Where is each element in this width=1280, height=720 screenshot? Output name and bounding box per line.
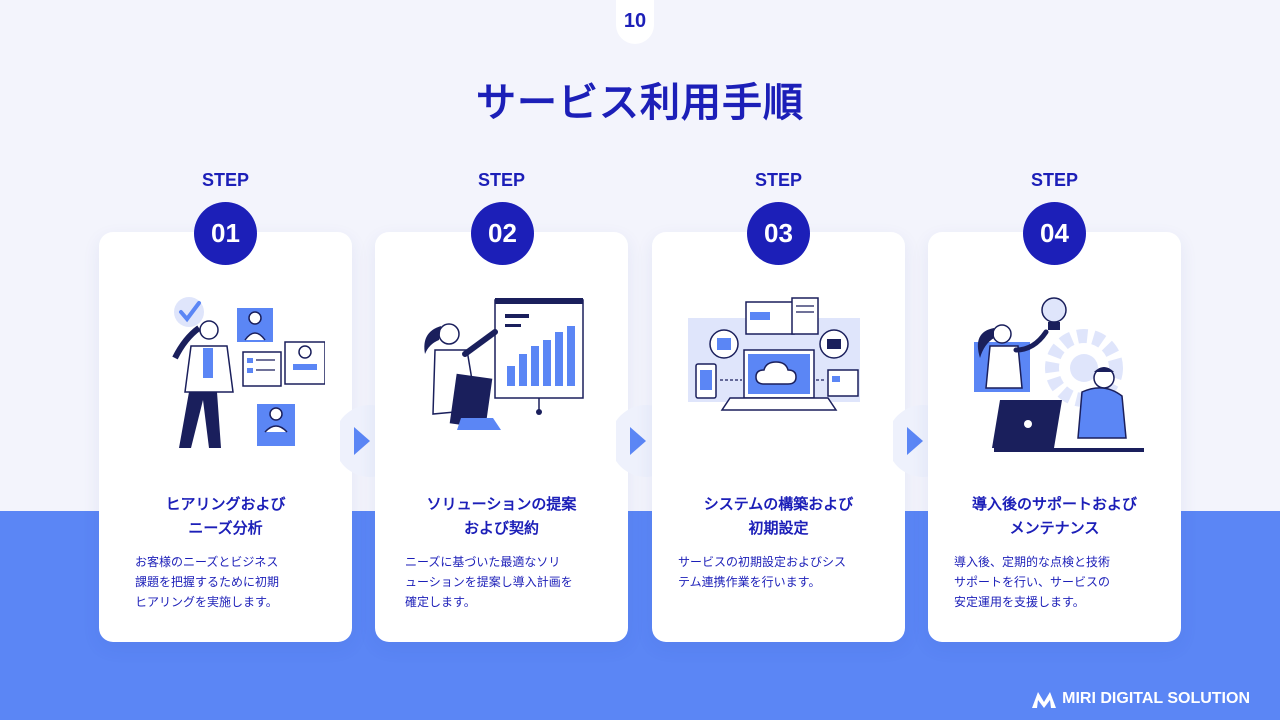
step-title: システムの構築および 初期設定 (703, 495, 854, 537)
step-2: STEP 02 ソリューションの提案 および契約 ニーズに基づいた最適なソリ ュ… (375, 0, 628, 720)
step-title: 導入後のサポートおよび メンテナンス (971, 495, 1137, 537)
page-number: 10 (616, 0, 654, 44)
step-description: 導入後、定期的な点検と技術 サポートを行い、サービスの 安定運用を支援します。 (954, 555, 1111, 609)
step-title: ヒアリングおよび ニーズ分析 (165, 495, 286, 537)
step-number-badge: 03 (747, 202, 810, 265)
cloud-system-illustration-icon (688, 297, 860, 411)
step-label: STEP (754, 170, 802, 190)
step-3: STEP 03 システムの構築および 初期設定 サービスの初期設定およびシス テ… (652, 0, 905, 720)
page-title: サービス利用手順 (476, 80, 804, 126)
step-4: STEP 04 導入後のサポートおよび メンテナンス 導入後、定期的な点検と技術… (928, 0, 1181, 720)
step-label: STEP (477, 170, 525, 190)
step-1: STEP 01 ヒアリングおよび ニーズ分析 お客様のニーズとビジネス 課題を把… (99, 0, 352, 720)
step-number-badge: 04 (1023, 202, 1086, 265)
step-description: ニーズに基づいた最適なソリ ューションを提案し導入計画を 確定します。 (405, 555, 573, 609)
brand-mark-icon (1032, 692, 1057, 708)
step-card (652, 232, 905, 642)
step-label: STEP (1030, 170, 1078, 190)
presentation-illustration-icon (424, 298, 584, 430)
brand-logo: MIRI DIGITAL SOLUTION (1032, 688, 1250, 710)
step-number-badge: 01 (194, 202, 257, 265)
step-card (99, 232, 352, 642)
step-description: お客様のニーズとビジネス 課題を把握するために初期 ヒアリングを実施します。 (135, 555, 280, 609)
support-illustration-icon (974, 297, 1144, 452)
step-number-badge: 02 (471, 202, 534, 265)
consultation-illustration-icon (172, 297, 325, 448)
step-title: ソリューションの提案 および契約 (426, 495, 577, 537)
step-label: STEP (201, 170, 249, 190)
step-description: サービスの初期設定およびシス テム連携作業を行います。 (678, 555, 847, 589)
brand-name: MIRI DIGITAL SOLUTION (1062, 690, 1250, 707)
